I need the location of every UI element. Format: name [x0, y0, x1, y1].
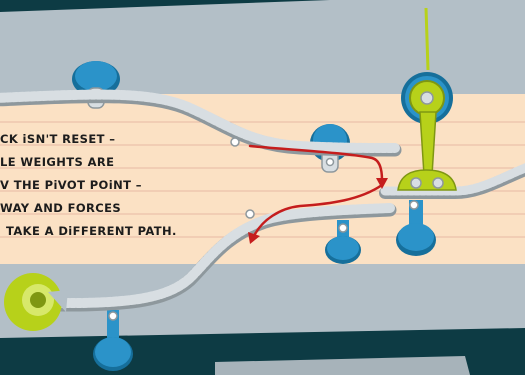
caption-line: WAY AND FORCES	[0, 201, 122, 215]
board-panel-bottom	[215, 356, 470, 375]
pivot-switch-icon	[397, 7, 457, 191]
curved-arrow-right-icon	[248, 144, 388, 189]
caption-line: LE WEIGHTS ARE	[0, 155, 115, 169]
track-peg	[245, 209, 255, 219]
curved-arrow-left-icon	[248, 183, 384, 244]
lime-wheel	[4, 273, 68, 331]
caption-line: CK iSN'T RESET –	[0, 132, 116, 146]
caption-text: CK iSN'T RESET – LE WEIGHTS ARE V THE Pi…	[0, 128, 220, 243]
track-upper	[0, 89, 402, 157]
track-peg	[409, 200, 419, 210]
blue-cup-bottom	[93, 310, 133, 371]
track-lower	[13, 203, 397, 312]
blue-cup-hanging-center	[325, 220, 361, 264]
caption-line: TAKE A DiFFERENT PATH.	[6, 224, 177, 238]
track-right	[379, 163, 525, 199]
track-peg	[230, 137, 240, 147]
caption-line: V THE PiVOT POiNT –	[0, 178, 142, 192]
